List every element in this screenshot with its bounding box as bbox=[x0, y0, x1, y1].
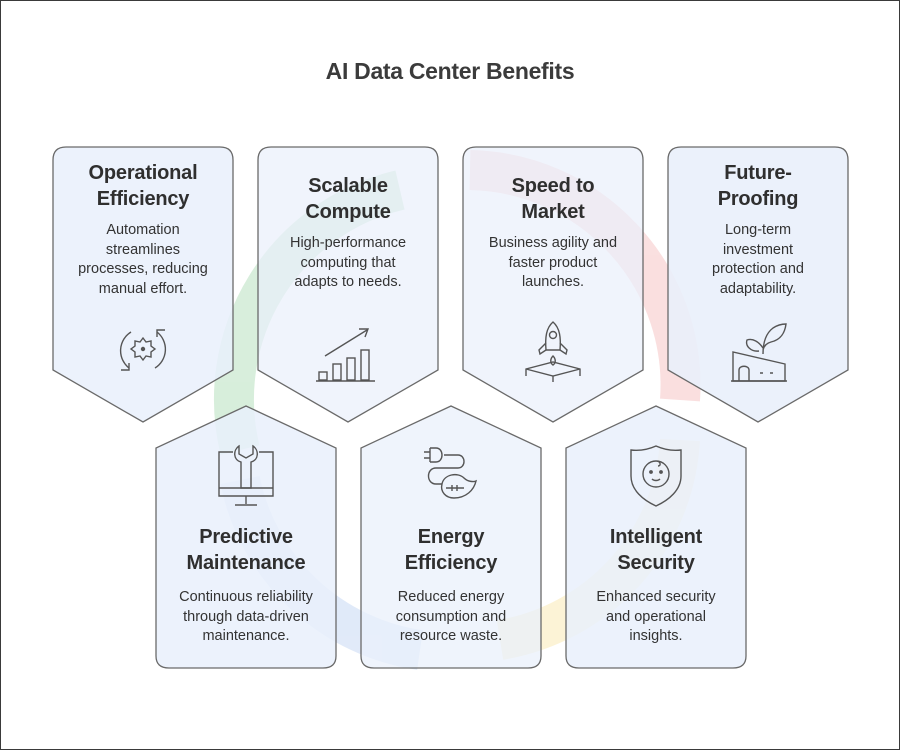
rocket-launch-icon bbox=[462, 316, 644, 386]
card-shape bbox=[52, 146, 234, 423]
card-shape bbox=[257, 146, 439, 423]
card-future-proofing: Future- Proofing Long-term investment pr… bbox=[667, 146, 849, 424]
card-scalable-compute: Scalable Compute High-performance comput… bbox=[257, 146, 439, 424]
card-description: Reduced energy consumption and resource … bbox=[395, 589, 507, 644]
page-title: AI Data Center Benefits bbox=[325, 58, 575, 84]
card-description: Business agility and faster product laun… bbox=[488, 235, 618, 290]
plug-leaf-icon bbox=[360, 444, 542, 514]
card-shape bbox=[360, 405, 542, 669]
card-title: Future- Proofing bbox=[717, 162, 799, 210]
card-title: Predictive Maintenance bbox=[186, 526, 306, 574]
card-operational-efficiency: Operational Efficiency Automation stream… bbox=[52, 146, 234, 424]
card-title: Operational Efficiency bbox=[88, 162, 198, 210]
card-intelligent-security: Intelligent Security Enhanced security a… bbox=[565, 404, 747, 670]
card-shape bbox=[462, 146, 644, 423]
monitor-wrench-icon bbox=[155, 444, 337, 514]
card-shape bbox=[155, 405, 337, 669]
sprout-building-icon bbox=[667, 318, 849, 388]
card-predictive-maintenance: Predictive Maintenance Continuous reliab… bbox=[155, 404, 337, 670]
card-title: Speed to Market bbox=[511, 175, 595, 223]
card-description: Automation streamlines processes, reduci… bbox=[78, 222, 208, 297]
card-energy-efficiency: Energy Efficiency Reduced energy consump… bbox=[360, 404, 542, 670]
card-shape bbox=[667, 146, 849, 423]
card-description: High-performance computing that adapts t… bbox=[289, 235, 407, 290]
card-description: Enhanced security and operational insigh… bbox=[596, 589, 716, 644]
card-title: Intelligent Security bbox=[609, 526, 703, 574]
card-speed-to-market: Speed to Market Business agility and fas… bbox=[462, 146, 644, 424]
card-title: Scalable Compute bbox=[305, 175, 391, 223]
card-description: Continuous reliability through data-driv… bbox=[179, 589, 313, 644]
growth-chart-icon bbox=[257, 316, 439, 386]
gear-cycle-icon bbox=[52, 318, 234, 382]
shield-face-icon bbox=[565, 444, 747, 514]
card-description: Long-term investment protection and adap… bbox=[712, 222, 804, 297]
card-title: Energy Efficiency bbox=[404, 526, 498, 574]
card-shape bbox=[565, 405, 747, 669]
